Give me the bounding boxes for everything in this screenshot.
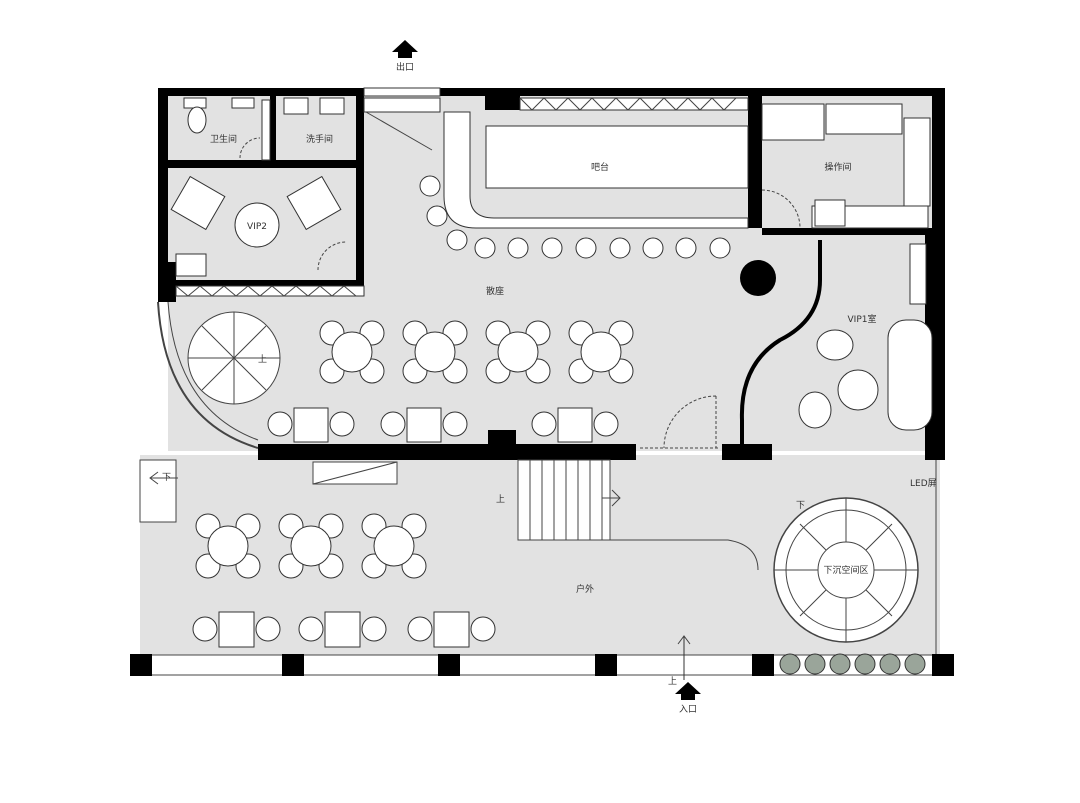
spiral-stair-upper: 上 bbox=[157, 301, 281, 449]
operation-room-label: 操作间 bbox=[824, 161, 851, 173]
hall-seating: 散座 bbox=[267, 285, 634, 443]
hall-square-table-3 bbox=[531, 407, 619, 443]
window-strips bbox=[175, 87, 749, 297]
exit-marker: 出口 bbox=[392, 40, 418, 73]
main-stair-up-label: 上 bbox=[496, 494, 505, 505]
exit-label: 出口 bbox=[396, 61, 414, 73]
outdoor-square-table-1 bbox=[192, 611, 281, 648]
outdoor-square-table-2 bbox=[298, 611, 387, 648]
entrance-label: 入口 bbox=[679, 704, 697, 715]
bar-counter: 吧台 bbox=[419, 111, 776, 296]
outdoor-round-table-1 bbox=[195, 513, 261, 579]
vip1-label: VIP1室 bbox=[848, 313, 877, 325]
vip2-label: VIP2 bbox=[247, 222, 267, 232]
hall-square-table-2 bbox=[380, 407, 468, 443]
vip2-room: VIP2 bbox=[170, 175, 347, 277]
outdoor-seating bbox=[192, 513, 496, 648]
bar-label: 吧台 bbox=[591, 161, 609, 173]
outdoor-square-table-3 bbox=[407, 611, 496, 648]
outdoor-area: 户外 下 bbox=[139, 459, 594, 595]
doors bbox=[365, 111, 720, 449]
hall-round-table-3 bbox=[485, 320, 551, 384]
entrance-arrow-icon bbox=[675, 682, 701, 700]
hall-round-table-2 bbox=[402, 320, 468, 384]
toilet-label: 卫生间 bbox=[210, 133, 237, 145]
washroom-label: 洗手间 bbox=[306, 133, 333, 145]
exit-arrow-icon bbox=[392, 40, 418, 58]
vip1-room: VIP1室 bbox=[739, 240, 933, 444]
outdoor-round-table-3 bbox=[361, 513, 427, 579]
bar-stools bbox=[419, 175, 731, 259]
outdoor-label: 户外 bbox=[576, 583, 594, 595]
outdoor-round-table-2 bbox=[278, 513, 344, 579]
led-label: LED屏 bbox=[910, 478, 937, 489]
entrance-marker: 上 入口 bbox=[668, 635, 701, 715]
sunken-space: 下沉空间区 下 LED屏 bbox=[760, 460, 937, 654]
washroom: 洗手间 bbox=[283, 97, 345, 145]
hall-square-table-1 bbox=[267, 407, 355, 443]
toilet-room: 卫生间 bbox=[183, 97, 271, 161]
main-stair: 上 bbox=[496, 459, 759, 571]
spiral-down-label: 下 bbox=[796, 501, 805, 511]
hall-round-table-4 bbox=[568, 320, 634, 384]
hall-round-table-1 bbox=[319, 320, 385, 384]
spiral-up-label: 上 bbox=[258, 354, 267, 365]
sunken-space-label: 下沉空间区 bbox=[823, 564, 868, 576]
entrance-up-label: 上 bbox=[668, 676, 677, 687]
hall-label: 散座 bbox=[486, 285, 504, 297]
operation-room: 操作间 bbox=[761, 103, 931, 229]
planters bbox=[779, 653, 926, 675]
